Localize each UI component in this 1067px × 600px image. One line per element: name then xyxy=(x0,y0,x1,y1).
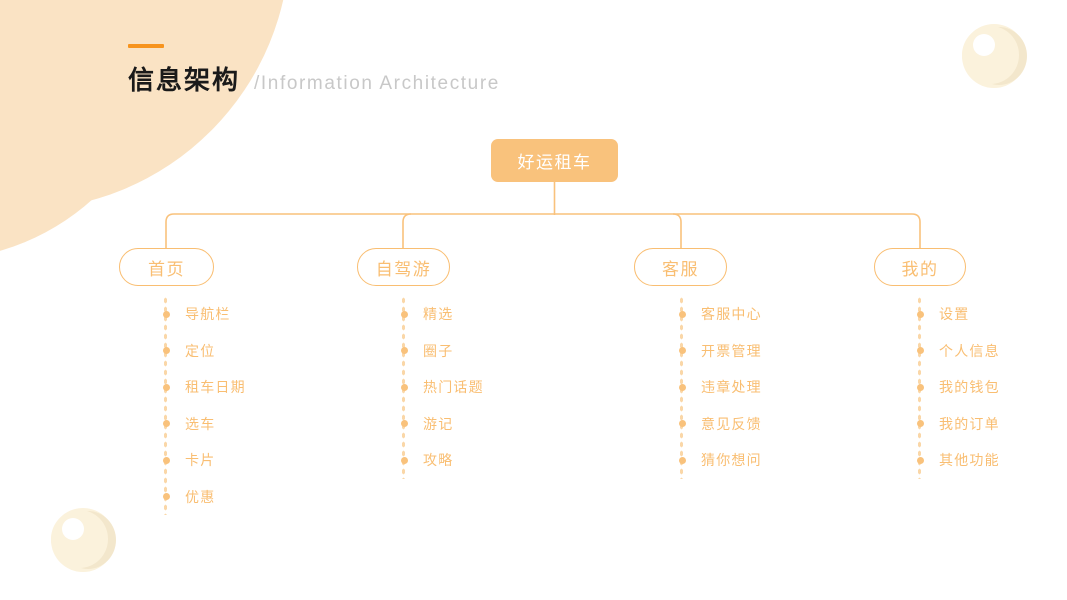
bullet-icon xyxy=(679,420,686,428)
leaf-label: 优惠 xyxy=(185,489,216,506)
root-node[interactable]: 好运租车 xyxy=(491,139,618,182)
bullet-icon xyxy=(163,456,170,464)
page-subtitle: /Information Architecture xyxy=(254,73,500,94)
category-node-roadtrip[interactable]: 自驾游 xyxy=(357,248,450,286)
bullet-icon xyxy=(917,310,924,318)
bullet-icon xyxy=(401,347,408,355)
list-item[interactable]: 租车日期 xyxy=(163,369,246,406)
bullet-icon xyxy=(163,383,170,391)
dotted-connector xyxy=(163,296,168,515)
bullet-icon xyxy=(163,310,170,318)
list-item[interactable]: 设置 xyxy=(917,296,1000,333)
title-accent-bar xyxy=(128,44,164,48)
leaf-label: 其他功能 xyxy=(939,453,1000,470)
bullet-icon xyxy=(679,347,686,355)
bullet-icon xyxy=(917,347,924,355)
list-item[interactable]: 我的订单 xyxy=(917,406,1000,443)
list-item[interactable]: 热门话题 xyxy=(401,369,484,406)
leaf-label: 攻略 xyxy=(423,453,454,470)
list-item[interactable]: 意见反馈 xyxy=(679,406,762,443)
category-node-mine[interactable]: 我的 xyxy=(874,248,966,286)
bullet-icon xyxy=(401,383,408,391)
bullet-icon xyxy=(917,383,924,391)
category-node-home[interactable]: 首页 xyxy=(119,248,214,286)
list-item[interactable]: 个人信息 xyxy=(917,333,1000,370)
list-item[interactable]: 客服中心 xyxy=(679,296,762,333)
bullet-icon xyxy=(679,456,686,464)
list-item[interactable]: 精选 xyxy=(401,296,484,333)
leaf-label: 意见反馈 xyxy=(701,416,762,433)
bullet-icon xyxy=(163,493,170,501)
title-row: 信息架构 /Information Architecture xyxy=(128,60,500,97)
list-item[interactable]: 开票管理 xyxy=(679,333,762,370)
leaf-label: 精选 xyxy=(423,307,454,324)
list-item[interactable]: 其他功能 xyxy=(917,442,1000,479)
bullet-icon xyxy=(163,420,170,428)
leaf-label: 我的钱包 xyxy=(939,380,1000,397)
leaf-label: 我的订单 xyxy=(939,416,1000,433)
leaf-label: 定位 xyxy=(185,343,216,360)
list-item[interactable]: 游记 xyxy=(401,406,484,443)
category-node-support[interactable]: 客服 xyxy=(634,248,727,286)
bullet-icon xyxy=(917,420,924,428)
page-title: 信息架构 xyxy=(128,66,241,96)
list-item[interactable]: 导航栏 xyxy=(163,296,246,333)
leaf-label: 猜你想问 xyxy=(701,453,762,470)
bullet-icon xyxy=(401,310,408,318)
list-item[interactable]: 猜你想问 xyxy=(679,442,762,479)
leaf-label: 游记 xyxy=(423,416,454,433)
leaf-label: 选车 xyxy=(185,416,216,433)
list-item[interactable]: 定位 xyxy=(163,333,246,370)
leaf-label: 开票管理 xyxy=(701,343,762,360)
bullet-icon xyxy=(679,383,686,391)
bullet-icon xyxy=(917,456,924,464)
leaf-label: 热门话题 xyxy=(423,380,484,397)
leaf-column-support: 客服中心 开票管理 违章处理 意见反馈 猜你想问 xyxy=(679,296,762,479)
list-item[interactable]: 选车 xyxy=(163,406,246,443)
leaf-label: 违章处理 xyxy=(701,380,762,397)
bullet-icon xyxy=(163,347,170,355)
page-header: 信息架构 /Information Architecture xyxy=(128,44,500,97)
list-item[interactable]: 卡片 xyxy=(163,442,246,479)
leaf-label: 设置 xyxy=(939,307,970,324)
list-item[interactable]: 圈子 xyxy=(401,333,484,370)
leaf-label: 圈子 xyxy=(423,343,454,360)
bullet-icon xyxy=(679,310,686,318)
list-item[interactable]: 优惠 xyxy=(163,479,246,516)
list-item[interactable]: 违章处理 xyxy=(679,369,762,406)
list-item[interactable]: 攻略 xyxy=(401,442,484,479)
bullet-icon xyxy=(401,420,408,428)
list-item[interactable]: 我的钱包 xyxy=(917,369,1000,406)
leaf-label: 租车日期 xyxy=(185,380,246,397)
leaf-column-mine: 设置 个人信息 我的钱包 我的订单 其他功能 xyxy=(917,296,1000,479)
leaf-label: 客服中心 xyxy=(701,307,762,324)
leaf-label: 导航栏 xyxy=(185,307,231,324)
leaf-label: 个人信息 xyxy=(939,343,1000,360)
bullet-icon xyxy=(401,456,408,464)
leaf-label: 卡片 xyxy=(185,453,216,470)
leaf-column-home: 导航栏 定位 租车日期 选车 卡片 优惠 xyxy=(163,296,246,515)
leaf-column-roadtrip: 精选 圈子 热门话题 游记 攻略 xyxy=(401,296,484,479)
